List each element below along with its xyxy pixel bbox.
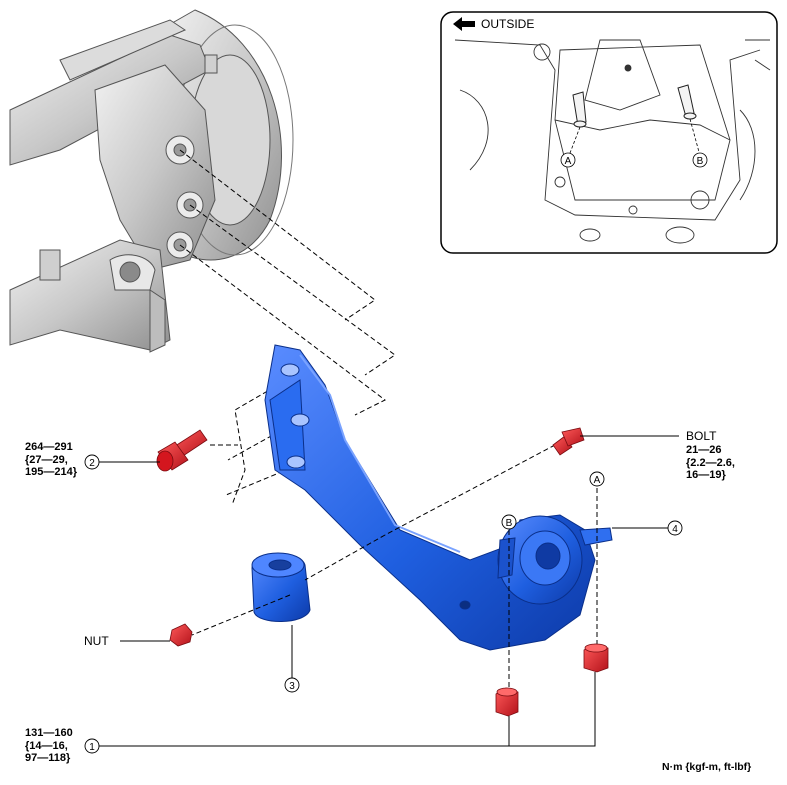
nut-left: [169, 623, 193, 647]
inset-view: [440, 11, 778, 254]
callout-3-circle: [284, 677, 300, 693]
arrow-left-icon: [453, 17, 475, 31]
bolt-torque-line-1: 21—26: [686, 444, 722, 456]
item1-torque-line-1: 131—160: [25, 727, 73, 739]
callout-a-letter: A: [594, 475, 601, 486]
item1-torque-spec: 131—160 {14—16, 97—118}: [25, 727, 73, 765]
item2-torque-line-1: 264—291: [25, 441, 73, 453]
bolt-label: BOLT: [686, 429, 717, 443]
callout-b-letter: B: [506, 518, 513, 529]
callout-2-circle: [84, 454, 100, 470]
nut-a: [583, 643, 609, 673]
callout-circles: [84, 454, 683, 754]
nut-b: [495, 687, 519, 717]
inset-marker-a: A: [565, 156, 572, 167]
bolt-torque-line-3: 16—19}: [686, 469, 726, 481]
callout-1-circle: [84, 738, 100, 754]
inset-direction-label: OUTSIDE: [481, 17, 535, 31]
bolt-torque-line-2: {2.2—2.6,: [686, 456, 735, 469]
callout-4-number: 4: [672, 524, 678, 535]
bushing: [251, 552, 311, 622]
callout-4-circle: [667, 520, 683, 536]
item1-torque-line-3: 97—118}: [25, 752, 71, 764]
callout-1-number: 1: [89, 742, 95, 753]
bolt-torque-spec: 21—26 {2.2—2.6, 16—19}: [686, 444, 735, 482]
inset-marker-b: B: [697, 156, 704, 167]
item1-torque-line-2: {14—16,: [25, 739, 68, 752]
bolt-top-right: [552, 427, 585, 456]
leader-lines: [99, 435, 679, 747]
nut-label: NUT: [84, 634, 109, 648]
arm-guide-lines: [191, 444, 598, 690]
trailing-arm: [264, 344, 613, 651]
callout-3-number: 3: [289, 681, 295, 692]
item2-torque-line-2: {27—29,: [25, 453, 68, 466]
knuckle-assembly: [9, 9, 294, 353]
bolt-item-2: [156, 429, 208, 472]
item2-torque-line-3: 195—214}: [25, 466, 77, 478]
callout-2-number: 2: [89, 458, 95, 469]
callout-b-circle: [501, 514, 517, 530]
item2-torque-spec: 264—291 {27—29, 195—214}: [25, 441, 77, 479]
callout-a-circle: [589, 471, 605, 487]
units-note: N·m {kgf-m, ft-lbf}: [662, 761, 752, 773]
